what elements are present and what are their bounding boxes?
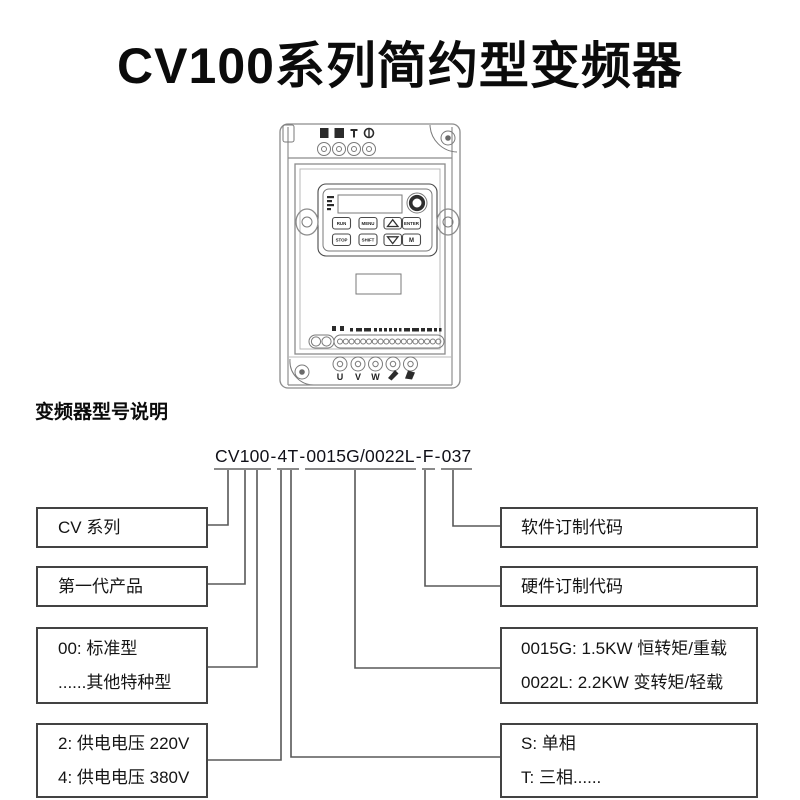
box-line: 2: 供电电压 220V xyxy=(58,733,190,753)
input-terminal xyxy=(332,142,346,156)
page-title: CV100系列简约型变频器 xyxy=(117,38,683,94)
model-separator: - xyxy=(434,446,441,466)
model-separator: - xyxy=(270,446,277,466)
menu-button xyxy=(358,216,378,230)
terminal-marking xyxy=(405,370,415,380)
box-type: 00: 标准型 ......其他特种型 xyxy=(36,627,208,704)
box-line: T: 三相...... xyxy=(521,767,602,787)
box-voltage: 2: 供电电压 220V 4: 供电电压 380V xyxy=(36,723,208,798)
corner-screw-icon xyxy=(294,364,310,380)
svg-text:ENTER: ENTER xyxy=(404,221,420,226)
model-separator: - xyxy=(299,446,306,466)
box-cv-series: CV 系列 xyxy=(36,507,208,548)
box-line: ......其他特种型 xyxy=(58,672,172,692)
svg-text:M: M xyxy=(409,238,414,244)
svg-text:W: W xyxy=(371,372,380,382)
shift-button xyxy=(358,233,378,247)
cover-slot xyxy=(355,273,402,295)
output-terminal xyxy=(403,356,418,372)
svg-text:RUN: RUN xyxy=(337,221,347,226)
section-heading: 变频器型号说明 xyxy=(35,402,169,423)
box-phase: S: 单相 T: 三相...... xyxy=(500,723,758,798)
input-terminal xyxy=(362,142,376,156)
input-terminal xyxy=(347,142,361,156)
model-separator: - xyxy=(415,446,422,466)
potentiometer-knob-icon xyxy=(406,192,428,214)
m-button xyxy=(401,233,422,247)
ground-symbol-icon xyxy=(363,127,375,139)
svg-text:MENU: MENU xyxy=(362,221,375,226)
svg-text:U: U xyxy=(337,372,344,382)
control-terminal-strip xyxy=(333,334,445,349)
triangle-down-icon xyxy=(386,236,400,245)
box-line: 0015G: 1.5KW 恒转矩/重载 xyxy=(521,638,727,658)
run-button xyxy=(331,216,352,230)
box-software-code: 软件订制代码 xyxy=(500,507,758,548)
box-line: 硬件订制代码 xyxy=(521,576,623,596)
device-body xyxy=(294,163,446,355)
output-terminal xyxy=(332,356,348,372)
mounting-ear xyxy=(295,208,319,236)
corner-screw-icon xyxy=(440,130,456,146)
output-terminal xyxy=(368,356,383,372)
svg-text:SHIFT: SHIFT xyxy=(362,238,375,243)
model-segment-power: 0015G/0022L xyxy=(305,446,416,470)
box-generation: 第一代产品 xyxy=(36,566,208,607)
model-segment-software: 037 xyxy=(440,446,473,470)
product-image: RUN MENU ENTER STOP SHIFT M xyxy=(279,123,461,389)
terminal-marking xyxy=(388,370,399,381)
enter-button xyxy=(401,216,422,230)
box-line: 0022L: 2.2KW 变转矩/轻载 xyxy=(521,672,724,692)
triangle-up-icon xyxy=(386,218,400,228)
terminal-marking xyxy=(320,128,329,138)
box-hardware-code: 硬件订制代码 xyxy=(500,566,758,607)
device-outline xyxy=(279,123,461,389)
model-segment-voltage-phase: 4T xyxy=(276,446,300,470)
box-line: 00: 标准型 xyxy=(58,638,138,658)
box-line: 4: 供电电压 380V xyxy=(58,767,190,787)
terminal-marking xyxy=(334,128,344,138)
stop-button xyxy=(331,233,352,247)
top-left-bracket xyxy=(282,124,295,143)
terminal-pins xyxy=(337,338,442,345)
model-segment-series: CV100 xyxy=(214,446,271,470)
terminal-marking xyxy=(353,129,355,138)
output-terminal xyxy=(350,356,366,372)
box-line: 第一代产品 xyxy=(58,576,143,596)
model-segment-hardware: F xyxy=(421,446,435,470)
box-line: S: 单相 xyxy=(521,733,576,753)
svg-text:V: V xyxy=(355,372,361,382)
box-line: CV 系列 xyxy=(58,517,121,537)
input-terminal xyxy=(317,142,331,156)
display xyxy=(337,194,403,214)
box-power-rating: 0015G: 1.5KW 恒转矩/重载 0022L: 2.2KW 变转矩/轻载 xyxy=(500,627,758,704)
output-terminal xyxy=(385,356,401,372)
svg-text:STOP: STOP xyxy=(336,238,348,243)
mounting-ear xyxy=(436,208,460,236)
box-line: 软件订制代码 xyxy=(521,517,623,537)
model-code: CV100 - 4T - 0015G/0022L - F - 037 xyxy=(214,446,473,470)
